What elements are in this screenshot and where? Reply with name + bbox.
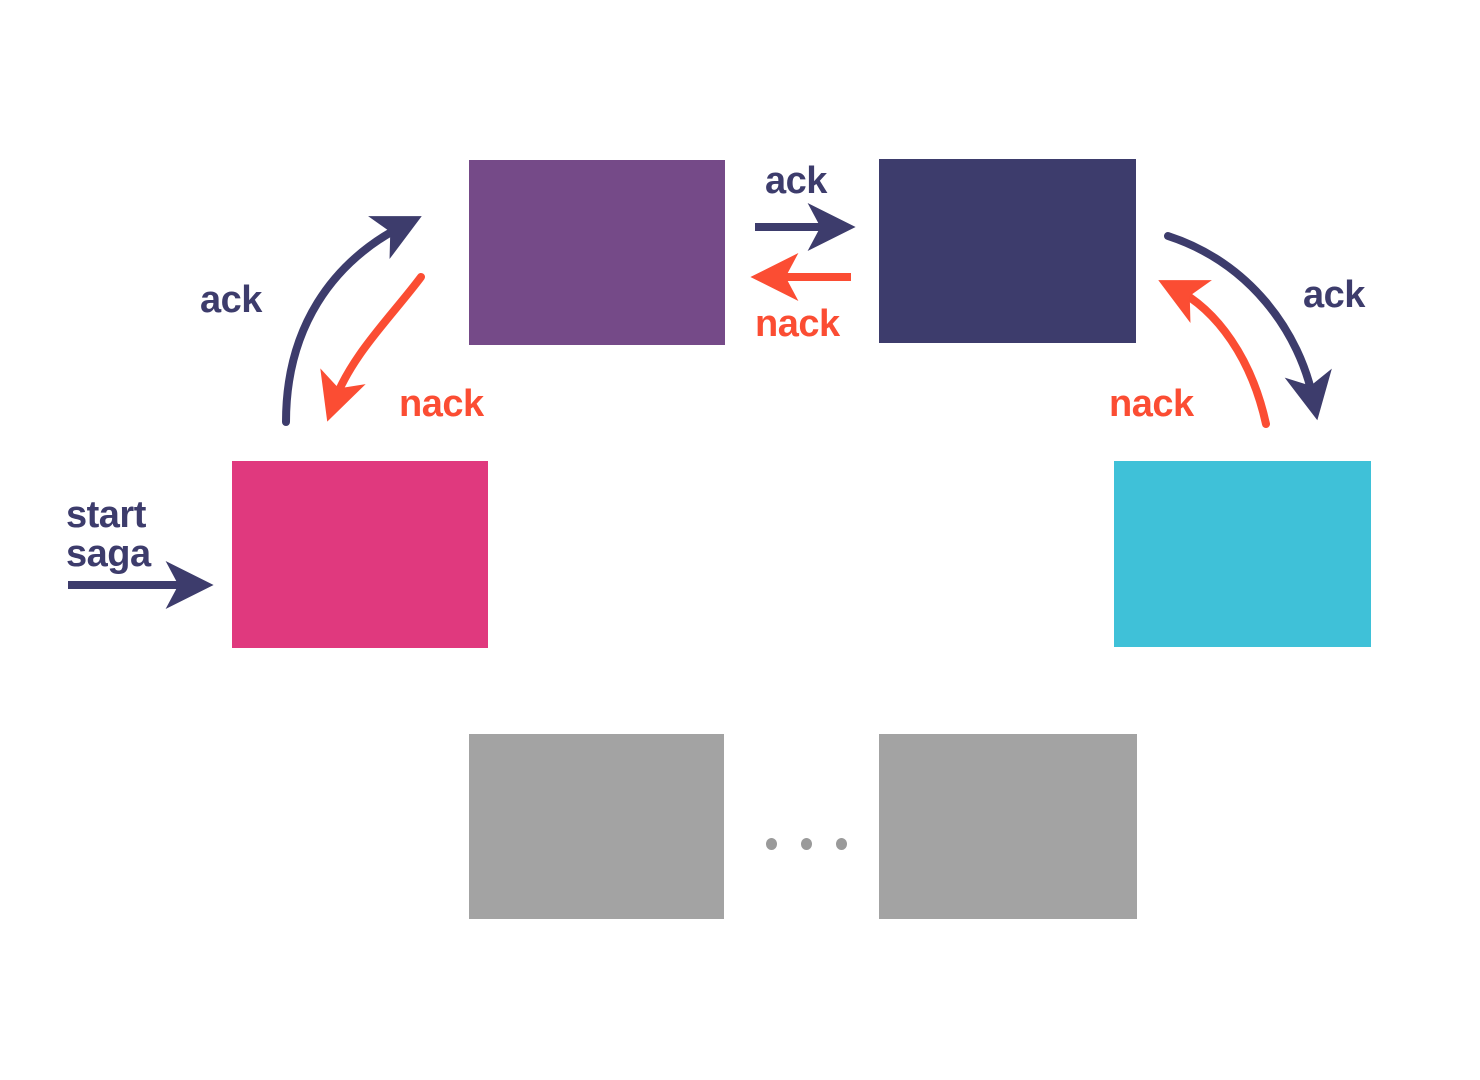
label-nack-center: nack xyxy=(755,303,840,345)
label-nack-right: nack xyxy=(1109,383,1194,425)
label-start-saga-line2: saga xyxy=(66,533,151,576)
label-nack-left: nack xyxy=(399,383,484,425)
edge-navy-to-cyan-ack xyxy=(1164,232,1332,421)
navy-node[interactable] xyxy=(879,159,1136,343)
label-ack-center: ack xyxy=(765,160,827,202)
ellipsis-dot-2 xyxy=(801,838,812,850)
label-start-saga-line1: start xyxy=(66,494,146,536)
gray-node-2[interactable] xyxy=(879,734,1137,919)
cyan-node[interactable] xyxy=(1114,461,1371,647)
edge-pink-to-purple-ack xyxy=(282,216,422,426)
ellipsis-dot-3 xyxy=(836,838,847,850)
label-ack-right: ack xyxy=(1303,274,1365,316)
gray-node-1[interactable] xyxy=(469,734,724,919)
pink-node[interactable] xyxy=(232,461,488,648)
ellipsis-dot-1 xyxy=(766,838,777,850)
label-ack-left: ack xyxy=(200,279,262,321)
purple-node[interactable] xyxy=(469,160,725,345)
